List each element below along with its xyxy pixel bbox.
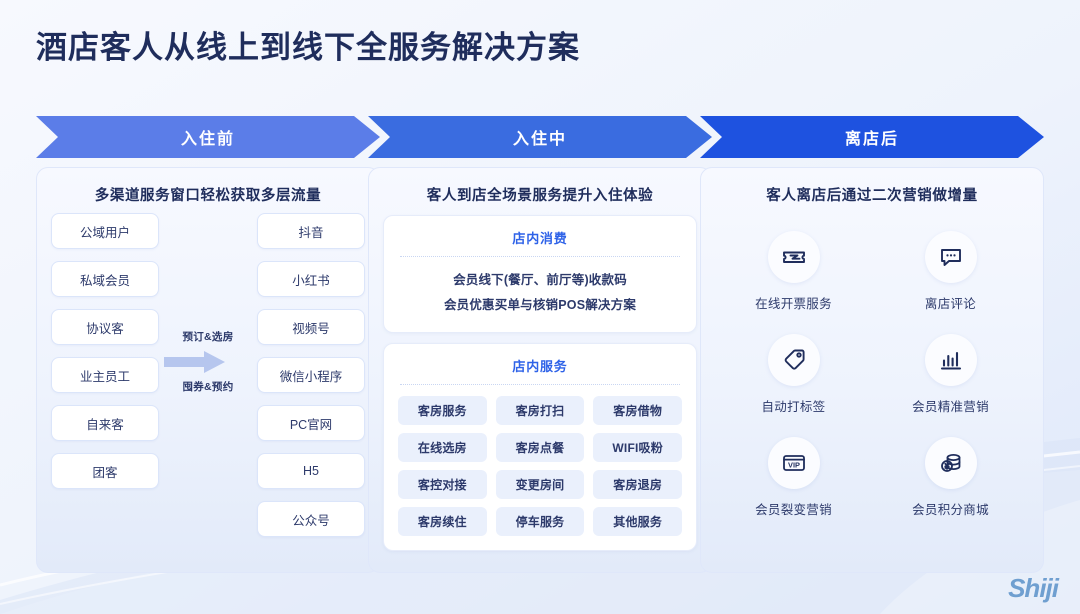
channel-columns: 公域用户 私域会员 协议客 业主员工 自来客 团客 预订&选房 囤券&预约 抖音… [51, 213, 365, 537]
channel-chip[interactable]: H5 [257, 453, 365, 489]
service-chip[interactable]: 客房点餐 [495, 433, 585, 462]
channel-chip[interactable]: 抖音 [257, 213, 365, 249]
bar-chart-icon [924, 334, 977, 386]
channel-chip[interactable]: 小红书 [257, 261, 365, 297]
card-line: 会员优惠买单与核销POS解决方案 [443, 298, 637, 312]
stage-column-post-checkout: 离店后 客人离店后通过二次营销做增量 在线开票服务 [700, 116, 1044, 573]
feature-item-referral-marketing[interactable]: VIP 会员裂变营销 [724, 437, 864, 518]
flow-label-bottom: 囤券&预约 [182, 381, 234, 393]
feature-label: 会员积分商城 [912, 503, 989, 517]
service-chip[interactable]: 客房续住 [398, 507, 487, 536]
stage-column-during-stay: 入住中 客人到店全场景服务提升入住体验 店内消费 会员线下(餐厅、前厅等)收款码… [368, 116, 712, 573]
card-in-store-service: 店内服务 客房服务 客房打扫 客房借物 在线选房 客房点餐 WIFI吸粉 客控对… [383, 343, 697, 551]
service-chip[interactable]: 客房打扫 [495, 396, 585, 425]
page-title: 酒店客人从线上到线下全服务解决方案 [36, 30, 580, 65]
tag-icon [767, 334, 820, 386]
stage-panel-during-stay: 客人到店全场景服务提升入住体验 店内消费 会员线下(餐厅、前厅等)收款码 会员优… [368, 167, 712, 573]
card-title: 店内服务 [512, 359, 568, 374]
channel-chip[interactable]: 自来客 [51, 405, 159, 441]
channel-chip[interactable]: 团客 [51, 453, 159, 489]
stage-banner-label: 入住中 [512, 131, 567, 148]
panel-title: 客人离店后通过二次营销做增量 [766, 188, 978, 204]
divider [400, 256, 680, 257]
channel-chip[interactable]: 微信小程序 [257, 357, 365, 393]
channel-chip[interactable]: 公众号 [257, 501, 365, 537]
feature-label: 离店评论 [924, 297, 977, 311]
panel-title: 多渠道服务窗口轻松获取多层流量 [94, 188, 322, 204]
feature-item-review[interactable]: 离店评论 [881, 231, 1021, 312]
service-chip[interactable]: 停车服务 [495, 507, 585, 536]
feature-label: 会员裂变营销 [755, 503, 832, 517]
card-title: 店内消费 [512, 231, 568, 246]
channel-chip[interactable]: 协议客 [51, 309, 159, 345]
channel-chip[interactable]: 业主员工 [51, 357, 159, 393]
svg-text:VIP: VIP [788, 460, 800, 469]
service-chip-grid: 客房服务 客房打扫 客房借物 在线选房 客房点餐 WIFI吸粉 客控对接 变更房… [398, 396, 682, 536]
card-in-store-consumption: 店内消费 会员线下(餐厅、前厅等)收款码 会员优惠买单与核销POS解决方案 [383, 215, 697, 333]
feature-item-auto-tag[interactable]: 自动打标签 [724, 334, 864, 415]
feature-item-points-mall[interactable]: 会员积分商城 [881, 437, 1021, 518]
stage-column-pre-checkin: 入住前 多渠道服务窗口轻松获取多层流量 公域用户 私域会员 协议客 业主员工 自… [36, 116, 380, 573]
divider [400, 384, 680, 385]
stage-panel-pre-checkin: 多渠道服务窗口轻松获取多层流量 公域用户 私域会员 协议客 业主员工 自来客 团… [36, 167, 380, 573]
service-chip[interactable]: 客房退房 [593, 470, 682, 499]
service-chip[interactable]: 客控对接 [398, 470, 487, 499]
stage-banner-label: 入住前 [180, 131, 235, 148]
flow-label-top: 预订&选房 [182, 331, 234, 343]
service-chip[interactable]: 变更房间 [495, 470, 585, 499]
service-chip[interactable]: 客房借物 [593, 396, 682, 425]
channel-chip[interactable]: 公域用户 [51, 213, 159, 249]
feature-label: 会员精准营销 [912, 400, 989, 414]
channel-column-left: 公域用户 私域会员 协议客 业主员工 自来客 团客 [51, 213, 159, 537]
feature-icon-grid: 在线开票服务 离店评论 [715, 231, 1029, 518]
channel-flow-connector: 预订&选房 囤券&预约 [164, 329, 252, 394]
service-chip[interactable]: 客房服务 [398, 396, 487, 425]
ticket-icon [767, 231, 820, 283]
feature-item-precision-marketing[interactable]: 会员精准营销 [881, 334, 1021, 415]
stage-banner-post-checkout: 离店后 [700, 116, 1044, 158]
service-chip[interactable]: 在线选房 [398, 433, 487, 462]
feature-label: 自动打标签 [761, 400, 826, 414]
chevron-banner-shape [36, 116, 380, 158]
channel-column-right: 抖音 小红书 视频号 微信小程序 PC官网 H5 公众号 [257, 213, 365, 537]
channel-chip[interactable]: 视频号 [257, 309, 365, 345]
stage-banner-label: 离店后 [844, 131, 899, 148]
service-chip[interactable]: 其他服务 [593, 507, 682, 536]
stage-banner-pre-checkin: 入住前 [36, 116, 380, 158]
panel-title: 客人到店全场景服务提升入住体验 [426, 188, 654, 204]
card-line: 会员线下(餐厅、前厅等)收款码 [453, 273, 627, 287]
feature-item-invoicing[interactable]: 在线开票服务 [724, 231, 864, 312]
feature-label: 在线开票服务 [755, 297, 832, 311]
chevron-banner-shape [700, 116, 1044, 158]
brand-logo-text: Shiji [1008, 573, 1059, 603]
service-chip[interactable]: WIFI吸粉 [593, 433, 682, 462]
stage-banner-during-stay: 入住中 [368, 116, 712, 158]
arrow-right-icon [164, 351, 225, 373]
vip-card-icon: VIP [767, 437, 820, 489]
chevron-banner-shape [368, 116, 712, 158]
channel-chip[interactable]: 私域会员 [51, 261, 159, 297]
stage-panel-post-checkout: 客人离店后通过二次营销做增量 在线开票服务 [700, 167, 1044, 573]
brand-logo: Shiji [1008, 573, 1059, 604]
channel-chip[interactable]: PC官网 [257, 405, 365, 441]
coins-icon [924, 437, 977, 489]
speech-bubble-icon [924, 231, 977, 283]
